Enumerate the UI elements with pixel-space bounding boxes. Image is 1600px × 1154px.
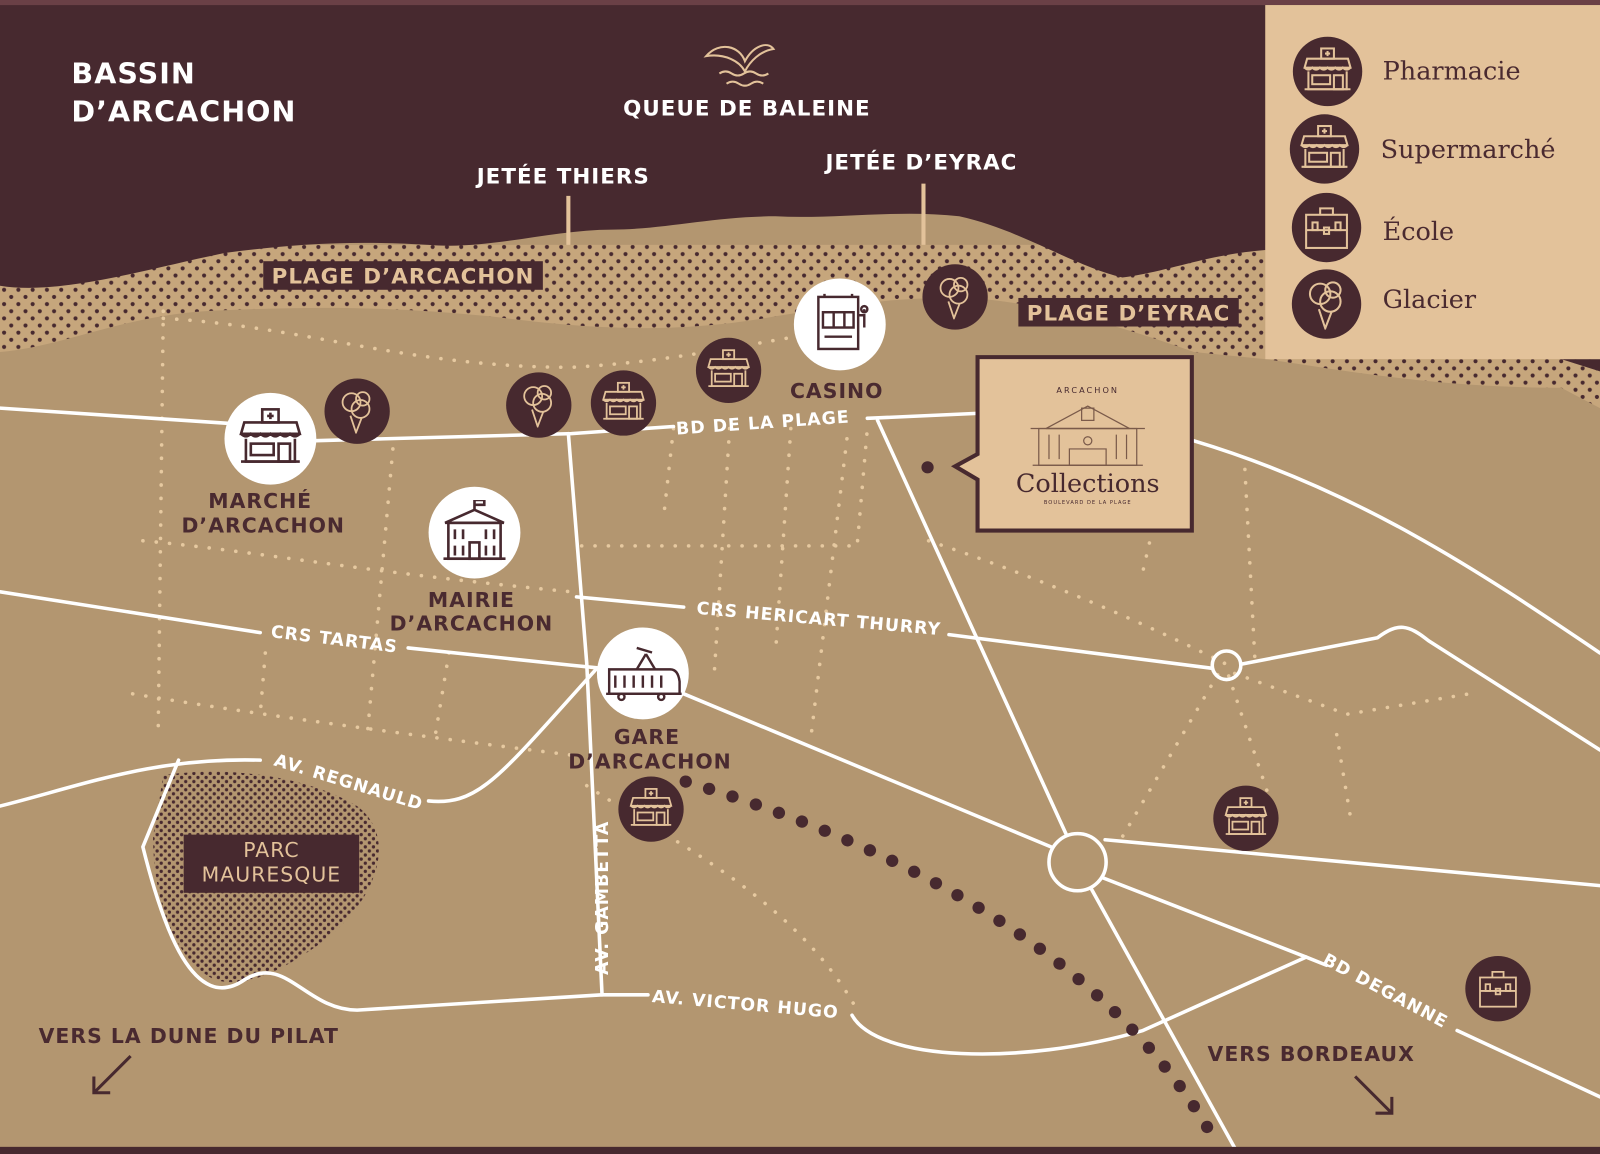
parc-label-1: PARC: [243, 838, 299, 862]
marche-marker[interactable]: [224, 392, 317, 485]
legend-label-ecole: École: [1383, 215, 1455, 247]
marche-label-2: D’ARCACHON: [181, 514, 345, 538]
arrow-southwest-icon: [92, 1054, 132, 1095]
pharmacie-marker[interactable]: [1213, 785, 1279, 851]
plage-eyrac-label: PLAGE D’EYRAC: [1027, 301, 1231, 326]
tram-line: [679, 775, 1223, 1149]
plage-arcachon-label: PLAGE D’ARCACHON: [272, 265, 535, 290]
collections-logo-name: Collections: [1016, 469, 1160, 499]
supermarche-marker[interactable]: [695, 337, 762, 404]
direction-pilat: VERS LA DUNE DU PILAT: [39, 1024, 339, 1048]
legend-label-pharmacie: Pharmacie: [1383, 57, 1521, 87]
legend: Pharmacie Supermarché École Glacier: [1265, 5, 1600, 360]
whale-tail-icon: [703, 44, 776, 87]
casino-label: CASINO: [790, 379, 884, 403]
ecole-marker[interactable]: [1465, 956, 1531, 1022]
building-illustration-icon: [1030, 405, 1145, 466]
glacier-marker[interactable]: [506, 372, 572, 438]
collections-location-dot: [921, 461, 934, 474]
collections-logo-sub: BOULEVARD DE LA PLAGE: [1044, 500, 1132, 506]
glacier-marker[interactable]: [922, 264, 988, 330]
casino-marker[interactable]: [793, 278, 886, 371]
marche-label-1: MARCHÉ: [208, 488, 312, 513]
legend-label-supermarche: Supermarché: [1381, 135, 1556, 165]
mairie-label-1: MAIRIE: [428, 588, 515, 612]
jetee-eyrac-label: JETÉE D’EYRAC: [823, 149, 1017, 175]
gare-label-2: D’ARCACHON: [568, 749, 732, 773]
bottom-border: [0, 1146, 1600, 1154]
direction-bordeaux: VERS BORDEAUX: [1208, 1042, 1415, 1066]
gare-label-1: GARE: [614, 725, 680, 749]
collections-callout[interactable]: ARCACHON Collections BOULEVARD DE LA PLA…: [921, 355, 1194, 533]
bassin-label-1: BASSIN: [71, 57, 195, 91]
gare-marker[interactable]: [596, 627, 689, 720]
mairie-label-2: D’ARCACHON: [390, 612, 554, 636]
pharmacie-marker[interactable]: [590, 370, 657, 436]
legend-label-glacier: Glacier: [1383, 285, 1477, 315]
parc-label-2: MAURESQUE: [202, 863, 342, 887]
sea: [0, 0, 1266, 288]
arrow-southeast-icon: [1354, 1075, 1394, 1115]
mairie-marker[interactable]: [428, 486, 521, 579]
supermarche-marker[interactable]: [618, 776, 684, 842]
street-gambetta: AV. GAMBETTA: [593, 821, 613, 975]
collections-logo-top: ARCACHON: [1056, 385, 1119, 395]
queue-de-baleine-label: QUEUE DE BALEINE: [623, 96, 870, 121]
bassin-label-2: D’ARCACHON: [71, 94, 296, 128]
glacier-marker[interactable]: [324, 378, 390, 444]
top-border: [0, 0, 1600, 6]
jetee-thiers-label: JETÉE THIERS: [475, 164, 650, 190]
